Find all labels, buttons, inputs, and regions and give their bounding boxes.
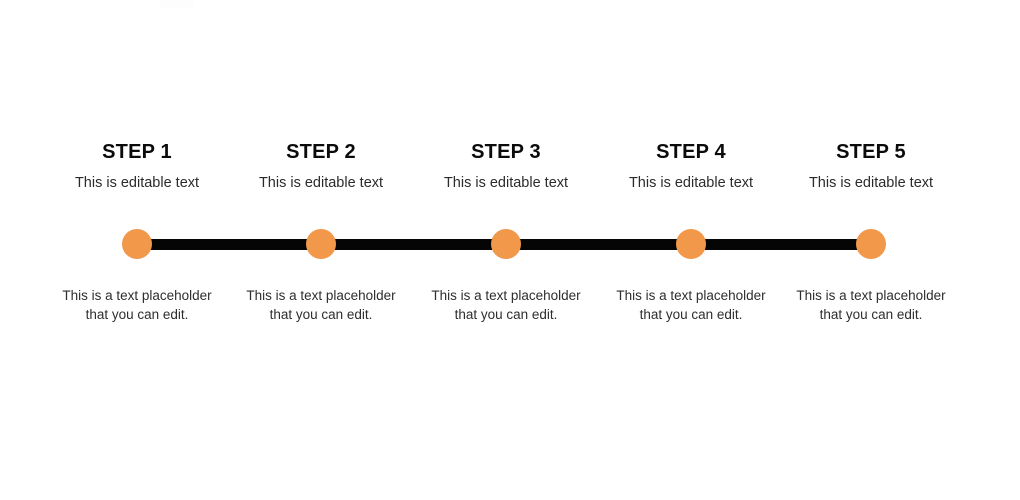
step-5[interactable]: STEP 5 This is editable text This is a t…	[771, 0, 971, 500]
step-1-heading: STEP 1	[102, 141, 172, 163]
step-3-heading: STEP 3	[471, 141, 541, 163]
step-2-placeholder-text[interactable]: This is a text placeholder that you can …	[246, 288, 396, 322]
step-4-node-circle-icon[interactable]	[676, 229, 706, 259]
step-4-placeholder-text[interactable]: This is a text placeholder that you can …	[616, 288, 766, 322]
step-3[interactable]: STEP 3 This is editable text This is a t…	[406, 0, 606, 500]
step-5-heading: STEP 5	[836, 141, 906, 163]
step-2-subtext[interactable]: This is editable text	[258, 175, 384, 191]
step-3-subtext[interactable]: This is editable text	[443, 175, 569, 191]
step-4-heading: STEP 4	[656, 141, 726, 163]
step-2[interactable]: STEP 2 This is editable text This is a t…	[221, 0, 421, 500]
step-1-subtext[interactable]: This is editable text	[74, 175, 200, 191]
step-5-subtext[interactable]: This is editable text	[808, 175, 934, 191]
step-1[interactable]: STEP 1 This is editable text This is a t…	[37, 0, 237, 500]
step-1-node-circle-icon[interactable]	[122, 229, 152, 259]
step-4[interactable]: STEP 4 This is editable text This is a t…	[591, 0, 791, 500]
step-2-heading: STEP 2	[286, 141, 356, 163]
step-4-subtext[interactable]: This is editable text	[628, 175, 754, 191]
background-artifact	[160, 0, 194, 8]
step-5-placeholder-text[interactable]: This is a text placeholder that you can …	[796, 288, 946, 322]
step-2-node-circle-icon[interactable]	[306, 229, 336, 259]
step-5-node-circle-icon[interactable]	[856, 229, 886, 259]
step-3-placeholder-text[interactable]: This is a text placeholder that you can …	[431, 288, 581, 322]
step-1-placeholder-text[interactable]: This is a text placeholder that you can …	[62, 288, 212, 322]
step-3-node-circle-icon[interactable]	[491, 229, 521, 259]
